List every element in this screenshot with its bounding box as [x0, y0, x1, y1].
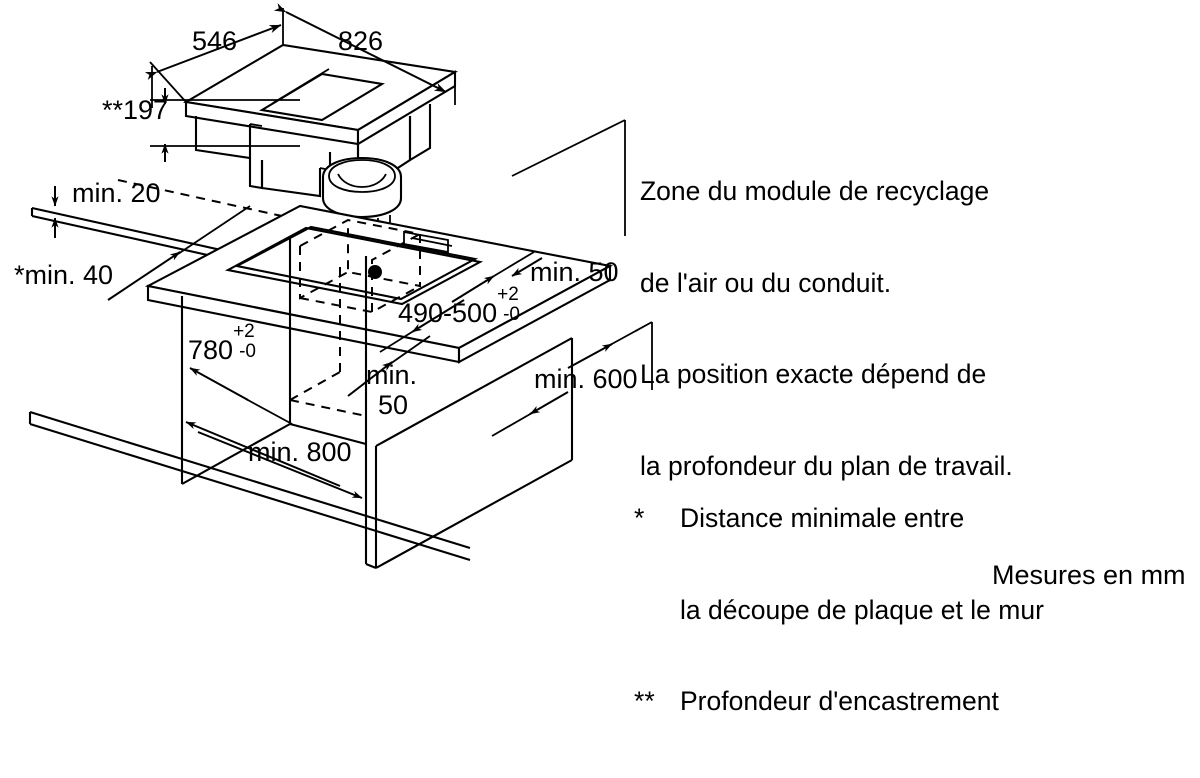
dim-546-line	[144, 24, 282, 81]
note-recycling-line4: la profondeur du plan de travail.	[640, 450, 1013, 481]
countertop-right-edge	[457, 264, 612, 364]
note-recycling-line1: Zone du module de recyclage	[640, 176, 990, 206]
dim-490-arrow-lower	[411, 299, 465, 333]
dim-label-780: 780+2-0	[188, 322, 263, 366]
dim-label-546: 546	[192, 26, 238, 56]
dim-780-tol-plus: +2	[233, 321, 255, 342]
cooktop-underbody-left	[194, 116, 252, 160]
dim-490-arrow-upper	[451, 275, 495, 303]
dim-min800-arrow-left	[185, 421, 341, 487]
dim-780-tol-minus: -0	[239, 341, 256, 362]
dim-826	[273, 3, 456, 105]
dim-min40-arrow-a	[107, 251, 181, 301]
legend-footnotes: * Distance minimale entre la découpe de …	[634, 442, 1044, 778]
dim-490-tol-minus: -0	[503, 304, 520, 325]
cabinet-plinth-bottom	[29, 422, 471, 562]
cooktop-underbody-right-2	[408, 104, 432, 162]
cabinet-right-bottom	[375, 459, 573, 569]
dim-780-leader	[245, 398, 293, 425]
technical-drawing-canvas	[28, 3, 653, 569]
legend-text-single-line1: Distance minimale entre	[680, 503, 965, 533]
dim-label-min-20: min. 20	[72, 178, 161, 208]
dim-label-min-600: min. 600	[534, 364, 638, 394]
dim-label-197: **197	[102, 95, 169, 125]
cabinet-right-top	[375, 337, 573, 447]
cooktop-underbody-center	[260, 160, 322, 198]
dim-label-min-50-rear: min. 50	[530, 257, 619, 287]
dim-min40-leader-a	[177, 205, 251, 255]
dim-min-50-side	[347, 335, 431, 397]
dim-780-value: 780	[188, 335, 234, 365]
note-recycling-line2: de l'air ou du conduit.	[640, 267, 892, 298]
cabinet-right-front-cap	[365, 563, 377, 569]
duct-slot-detail	[403, 230, 449, 254]
hidden-module-right	[371, 233, 421, 312]
note-bracket-recycling	[511, 119, 626, 236]
dim-min50-side-leader	[389, 335, 431, 365]
dim-490-leader-upper	[493, 251, 535, 277]
legend-mark-double: **	[634, 686, 655, 716]
note-bracket-leader	[511, 119, 626, 177]
dim-490-tolerance: +2-0	[497, 285, 527, 325]
cooktop-underbody-left-bracket	[248, 158, 264, 190]
cabinet-inner-floor-back	[289, 422, 367, 446]
hidden-module-box	[299, 218, 421, 314]
dim-780-arrow	[189, 367, 249, 401]
dim-min600-arrow-lower	[529, 391, 569, 415]
dim-490-500	[379, 251, 535, 353]
duct-slot-line	[411, 237, 453, 247]
dim-780-tolerance: +2-0	[233, 322, 263, 362]
fan-motor-inner	[337, 173, 387, 188]
legend-item-single-asterisk: * Distance minimale entre	[634, 503, 1044, 534]
cabinet-carcass	[28, 236, 574, 569]
module-position-marker	[368, 265, 382, 279]
installation-diagram: 546 826 **197 min. 20 *min. 40 780+2-0 4…	[14, 3, 1186, 716]
note-recycling-zone: Zone du module de recyclage de l'air ou …	[640, 115, 1013, 542]
hidden-module-bottom	[299, 285, 421, 314]
dim-min50-side-arrow	[347, 361, 393, 397]
dim-min600-leader-upper	[609, 321, 653, 346]
dim-490-value: 490-500	[398, 298, 498, 328]
dim-780	[189, 367, 293, 425]
dim-826-line	[273, 3, 447, 93]
dim-197	[150, 88, 300, 162]
legend-text-single-line2: la découpe de plaque et le mur	[680, 594, 1044, 625]
dim-min-800	[185, 421, 363, 499]
dim-min-50-rear	[511, 257, 543, 277]
cabinet-hidden-shelf	[289, 266, 341, 401]
note-recycling-line3: La position exacte dépend de	[640, 359, 987, 389]
legend-item-single-asterisk-cont: la découpe de plaque et le mur	[634, 595, 1044, 626]
cabinet-inner-floor-left	[181, 423, 291, 485]
dim-label-826: 826	[338, 26, 384, 56]
hidden-module-top	[299, 218, 421, 288]
dim-label-490-500: 490-500+2-0	[398, 285, 527, 329]
dim-490-leader-lower	[379, 331, 413, 353]
legend-mark-single: *	[634, 503, 645, 533]
fan-motor-top-ring	[328, 159, 396, 193]
cabinet-plinth-top	[29, 410, 471, 550]
dim-min-600	[491, 321, 653, 437]
dim-label-min-800: min. 800	[248, 437, 352, 467]
worktop-cutout-inner	[233, 225, 479, 301]
dim-label-min-50-side-line1: min.	[366, 360, 418, 390]
dim-label-min-40: *min. 40	[14, 260, 114, 290]
cabinet-hidden-shelf-edge	[289, 399, 367, 417]
legend-text-double-line1: Profondeur d'encastrement	[680, 686, 999, 716]
units-note: Mesures en mm	[992, 560, 1186, 590]
dim-490-tol-plus: +2	[497, 284, 519, 305]
dim-min600-arrow-upper	[567, 343, 613, 369]
dim-label-min-50-side-line2: 50	[378, 390, 409, 420]
cooktop-appliance	[182, 43, 459, 228]
dim-min50-rear-arrow	[511, 257, 543, 277]
legend-item-double-asterisk: ** Profondeur d'encastrement	[634, 686, 1044, 717]
dim-min800-arrow-right	[197, 431, 363, 499]
dim-min600-leader-lower	[491, 412, 533, 437]
